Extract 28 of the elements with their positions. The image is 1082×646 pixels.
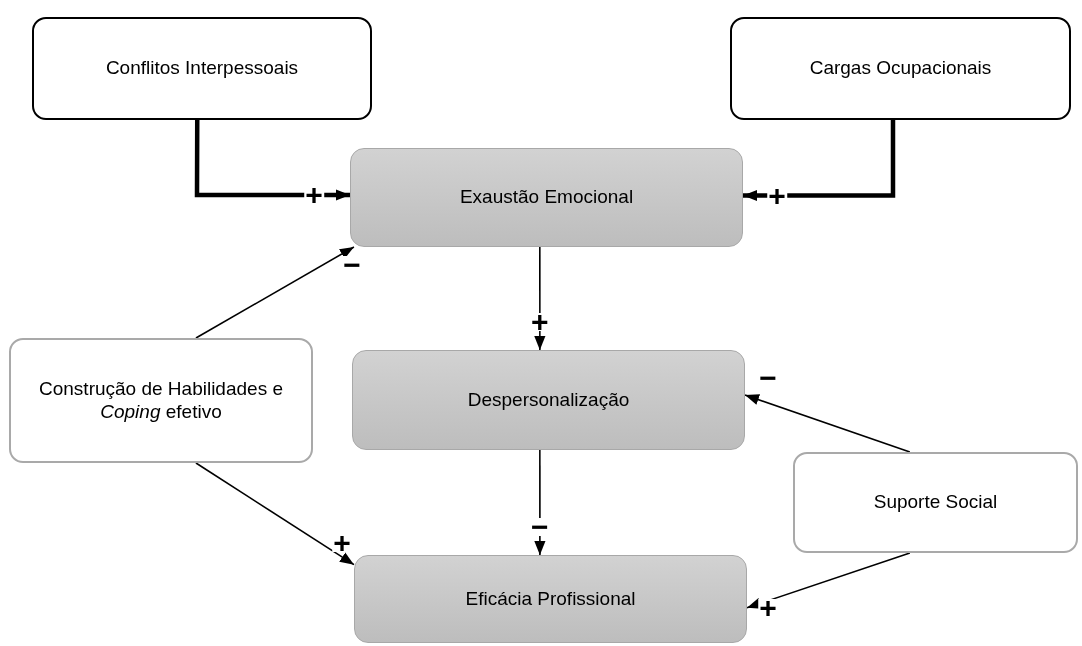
- concept-box: [730, 17, 1071, 120]
- concept-box: [352, 350, 745, 450]
- edge-label: +: [304, 186, 324, 204]
- arrow: [195, 246, 355, 339]
- concept-box: [354, 555, 747, 643]
- box-label: Construção de Habilidades e Coping efetivo: [38, 377, 284, 424]
- box-label: Cargas Ocupacionais: [808, 57, 993, 80]
- arrow: [744, 394, 911, 453]
- arrow: [534, 449, 546, 556]
- arrow: [195, 462, 355, 566]
- box-label: Suporte Social: [872, 491, 999, 514]
- arrow: [194, 120, 350, 201]
- concept-box: [793, 452, 1078, 553]
- edge-label: +: [758, 598, 778, 617]
- edge-label: +: [332, 533, 352, 552]
- box-label: Exaustão Emocional: [458, 186, 635, 209]
- arrow: [743, 120, 896, 202]
- concept-box: [9, 338, 313, 463]
- box-label: Conflitos Interpessoais: [104, 57, 300, 80]
- concept-box: [32, 17, 372, 120]
- arrow: [746, 552, 911, 609]
- edge-label: −: [530, 518, 550, 536]
- concept-box: [350, 148, 743, 247]
- edge-label: +: [767, 186, 787, 205]
- box-label: Despersonalização: [466, 388, 631, 412]
- edge-label: +: [530, 313, 550, 331]
- box-label: Eficácia Profissional: [464, 587, 637, 611]
- arrow: [534, 246, 546, 351]
